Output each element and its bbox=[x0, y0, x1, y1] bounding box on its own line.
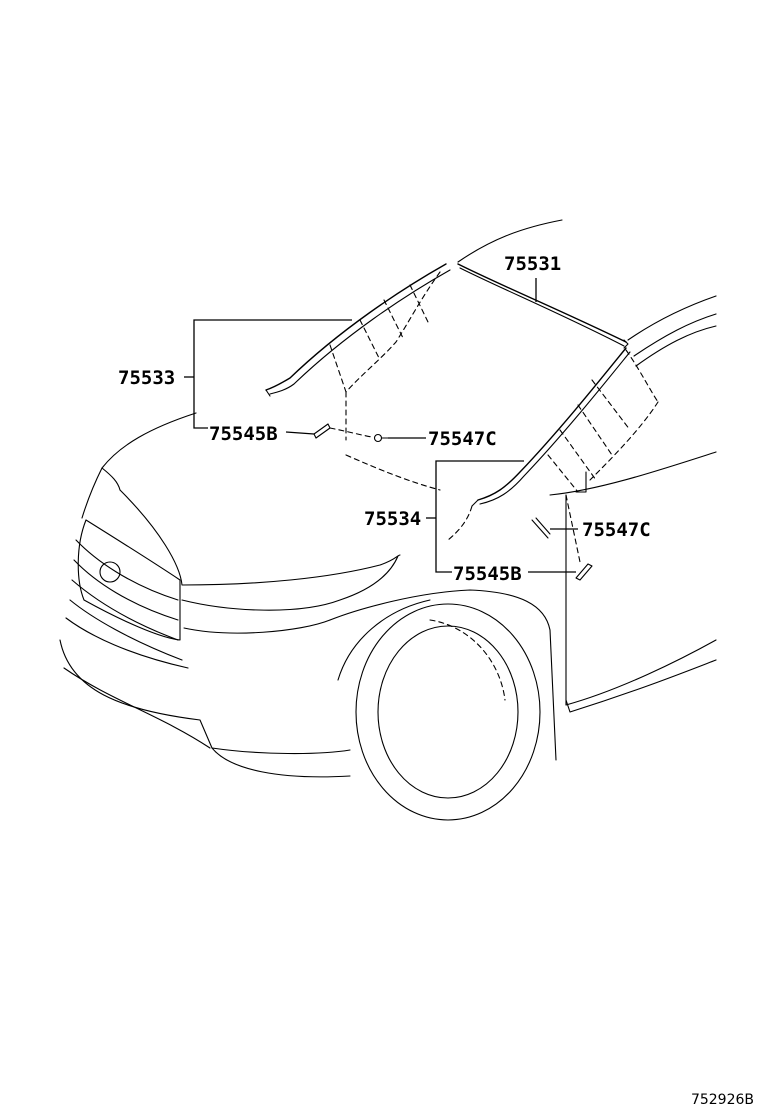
windshield-outline bbox=[329, 271, 659, 563]
label-75531: 75531 bbox=[504, 253, 561, 275]
label-75533: 75533 bbox=[118, 367, 175, 389]
clip-75547c-lower bbox=[531, 517, 551, 539]
label-75545b-lower: 75545B bbox=[453, 563, 522, 585]
part-75534-molding bbox=[471, 347, 631, 507]
diagram-code: 752926B bbox=[690, 1092, 754, 1108]
vehicle-outline bbox=[59, 219, 717, 821]
clip-75545b-upper bbox=[313, 423, 373, 439]
part-75533-molding bbox=[265, 263, 451, 397]
clip-75547c-upper bbox=[373, 433, 389, 443]
label-75545b-upper: 75545B bbox=[209, 423, 278, 445]
part-75531-molding bbox=[457, 263, 629, 349]
clip-75545b-lower bbox=[575, 563, 593, 581]
label-75547c-lower: 75547C bbox=[582, 519, 651, 541]
leader-lines bbox=[184, 278, 578, 573]
label-75547c-upper: 75547C bbox=[428, 428, 497, 450]
label-75534: 75534 bbox=[364, 508, 421, 530]
